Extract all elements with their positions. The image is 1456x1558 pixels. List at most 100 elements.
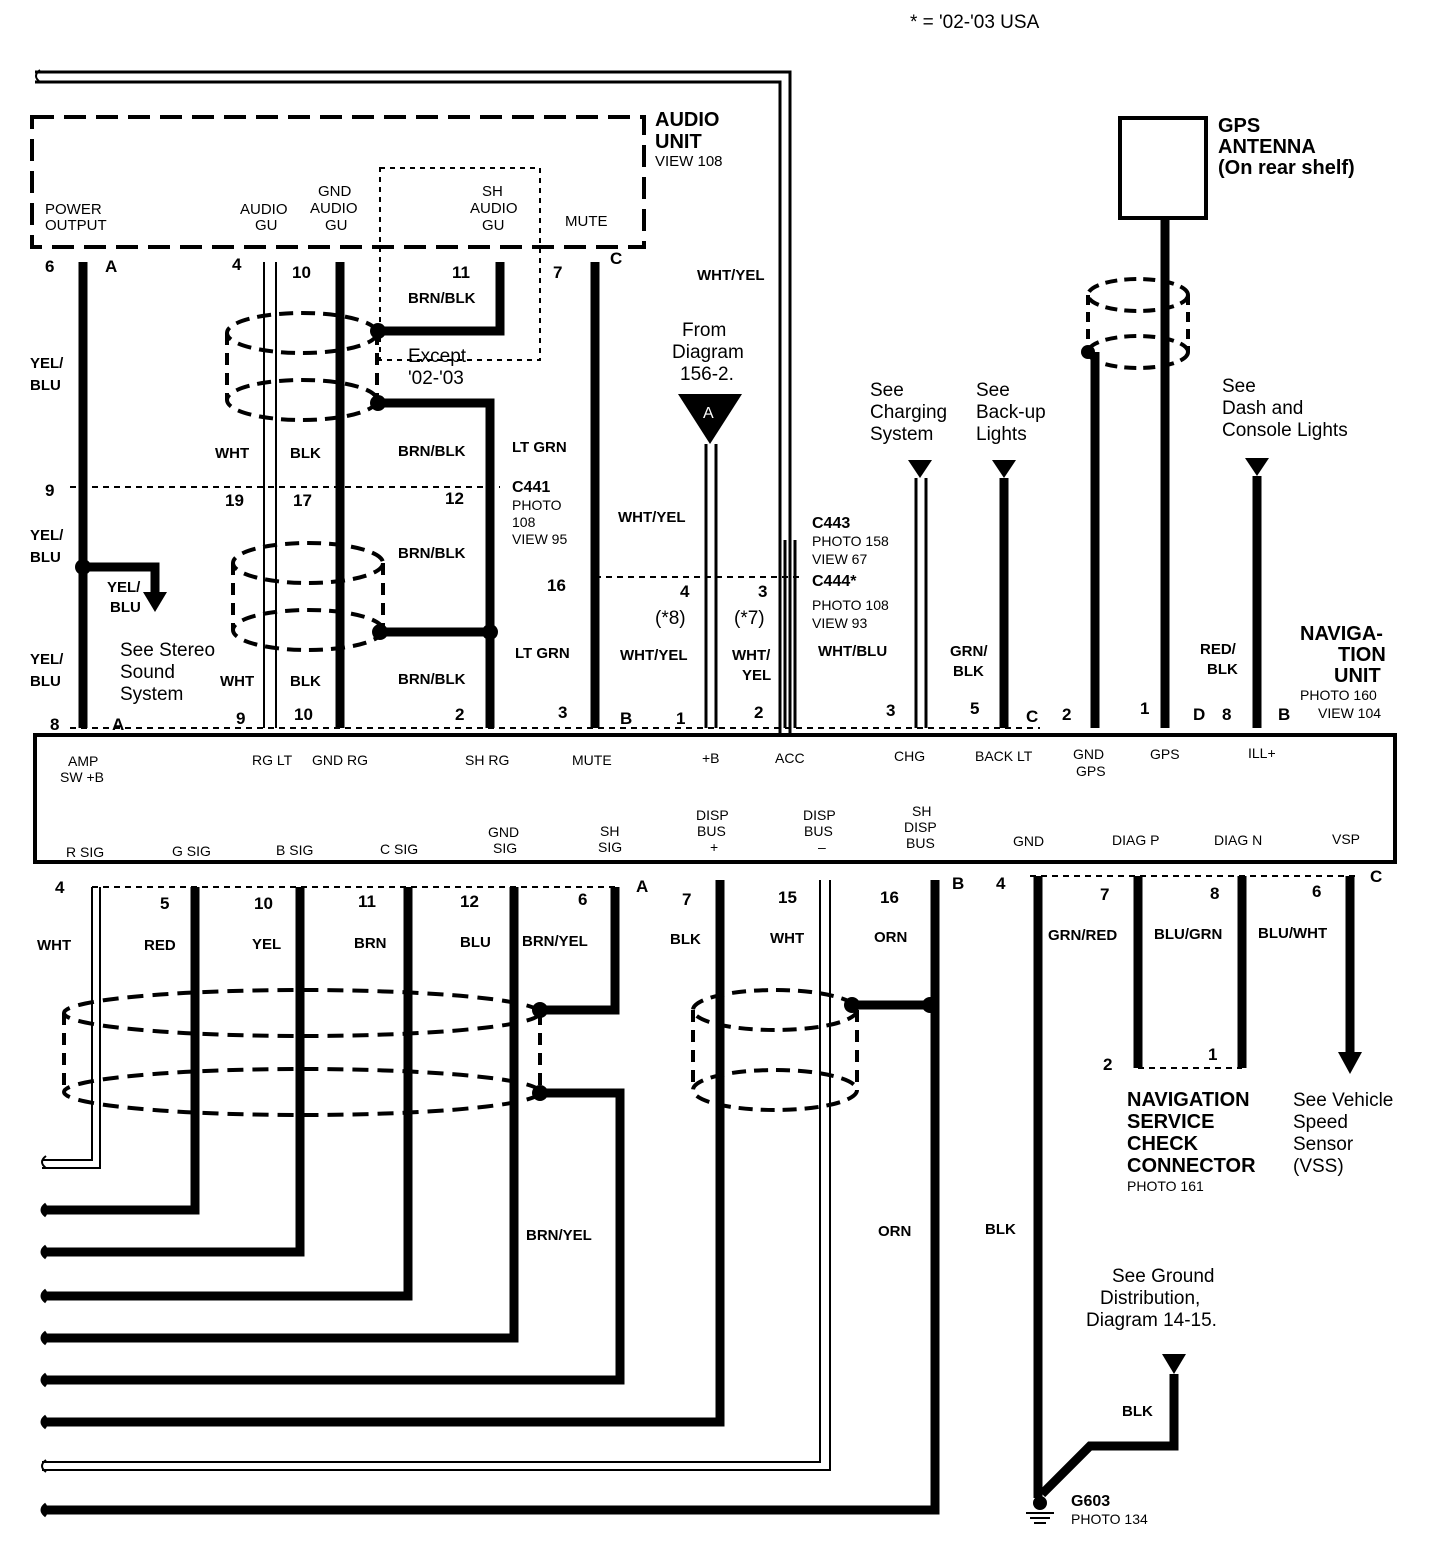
nav-pin-5: 5 xyxy=(970,699,979,718)
nav-label-amp: AMP xyxy=(68,753,98,769)
nav-label-disp1-2: BUS xyxy=(697,823,726,839)
label-blk-gnd: BLK xyxy=(985,1221,1016,1238)
nav-bpin-b: B xyxy=(952,874,964,893)
wire-blk-g603 xyxy=(1038,1374,1179,1498)
shield-disp xyxy=(691,988,938,1112)
nav-pin-2c: 2 xyxy=(1062,705,1071,724)
nav-bpin-6: 6 xyxy=(578,890,587,909)
nav-check-1: NAVIGATION xyxy=(1127,1089,1250,1111)
nav-label-csig: C SIG xyxy=(380,841,418,857)
label-wht-blu: WHT/BLU xyxy=(818,643,887,660)
see-stereo-2: Sound xyxy=(120,662,175,683)
nav-label-shsig-1: SH xyxy=(600,823,619,839)
nav-bpin-15: 15 xyxy=(778,888,797,907)
audio-term-sh-3: GU xyxy=(482,217,505,234)
label-wht-rsig: WHT xyxy=(37,937,71,954)
dash-arrow xyxy=(1245,458,1269,476)
wire-wht-audio xyxy=(263,262,277,728)
label-yel-blu-2b: BLU xyxy=(30,549,61,566)
check-pin-2: 2 xyxy=(1103,1055,1112,1074)
audio-term-gnd-2: AUDIO xyxy=(310,200,358,217)
shield-video xyxy=(62,988,548,1117)
wire-wht-yel-acc xyxy=(783,540,797,728)
nav-bpin-6b: 6 xyxy=(1312,882,1321,901)
from-diagram-2: Diagram xyxy=(672,342,744,363)
label-brn-yel-2: BRN/YEL xyxy=(526,1227,592,1244)
nav-label-gndsig-2: SIG xyxy=(493,840,517,856)
nav-pin-3b: 3 xyxy=(886,701,895,720)
shield-lower xyxy=(231,541,498,652)
wire-blk-disp xyxy=(42,880,725,1427)
pin-a-top: A xyxy=(105,257,117,276)
nav-pin-2b: 2 xyxy=(754,703,763,722)
c441-name: C441 xyxy=(512,479,550,496)
audio-unit-title-1: AUDIO xyxy=(655,109,719,131)
label-blk-disp: BLK xyxy=(670,931,701,948)
nav-pin-8b: 8 xyxy=(1222,705,1231,724)
from-diagram-3: 156-2. xyxy=(680,364,734,385)
label-yel-blu-3a: YEL/ xyxy=(107,579,141,596)
nav-unit-view: VIEW 104 xyxy=(1318,705,1381,721)
nav-bpin-c: C xyxy=(1370,867,1382,886)
charging-arrow xyxy=(908,460,932,478)
wire-brn-yel-shsig xyxy=(540,887,620,1015)
audio-term-sh-1: SH xyxy=(482,183,503,200)
label-wht-2: WHT xyxy=(220,673,254,690)
nav-label-disp2-2: BUS xyxy=(804,823,833,839)
audio-term-mute: MUTE xyxy=(565,213,608,230)
nav-pin-9: 9 xyxy=(236,709,245,728)
wire-red-gsig xyxy=(42,887,200,1215)
gps-antenna-2: ANTENNA xyxy=(1218,136,1316,158)
nav-pin-10: 10 xyxy=(294,705,313,724)
see-charging-1: See xyxy=(870,380,904,401)
label-wht-yel-top: WHT/YEL xyxy=(697,267,765,284)
wire-brn-yel-ret xyxy=(42,1088,625,1385)
nav-unit-2: TION xyxy=(1338,644,1386,666)
label-brn-yel-1: BRN/YEL xyxy=(522,933,588,950)
see-dash-1: See xyxy=(1222,376,1256,397)
label-brn-blk-3: BRN/BLK xyxy=(398,545,466,562)
nav-label-shdisp-3: BUS xyxy=(906,835,935,851)
nav-label-gndrg: GND RG xyxy=(312,752,368,768)
see-backup-2: Back-up xyxy=(976,402,1046,423)
nav-label-gsig: G SIG xyxy=(172,843,211,859)
nav-pin-c: C xyxy=(1026,707,1038,726)
c443-view: VIEW 67 xyxy=(812,551,867,567)
nav-label-acc: ACC xyxy=(775,750,805,766)
label-wht-yel-3b: YEL xyxy=(742,667,771,684)
nav-pin-1: 1 xyxy=(676,709,685,728)
see-vss-1: See Vehicle xyxy=(1293,1090,1393,1111)
label-grn-blk-b: BLK xyxy=(953,663,984,680)
nav-label-gps: GPS xyxy=(1150,746,1180,762)
check-pin-1: 1 xyxy=(1208,1045,1217,1064)
g603-photo: PHOTO 134 xyxy=(1071,1511,1148,1527)
pin-7-top: 7 xyxy=(553,263,562,282)
ground-symbol xyxy=(1026,1496,1054,1524)
vss-arrow xyxy=(1338,1052,1362,1074)
nav-bpin-4: 4 xyxy=(55,878,65,897)
label-blk-2: BLK xyxy=(290,673,321,690)
label-lt-grn-2: LT GRN xyxy=(515,645,570,662)
backup-arrow xyxy=(992,460,1016,478)
nav-label-gnd2: GND xyxy=(1013,833,1044,849)
wire-yel-bsig xyxy=(42,887,305,1257)
label-wht-yel-1: WHT/YEL xyxy=(618,509,686,526)
label-blu-wht: BLU/WHT xyxy=(1258,925,1327,942)
g603-name: G603 xyxy=(1071,1493,1110,1510)
gps-antenna-1: GPS xyxy=(1218,115,1260,137)
audio-term-audiogu-2: GU xyxy=(255,217,278,234)
nav-bpin-4b: 4 xyxy=(996,874,1006,893)
nav-label-mute: MUTE xyxy=(572,752,612,768)
wire-brn-blk-except xyxy=(378,398,495,728)
label-yel-blu-3b: BLU xyxy=(110,599,141,616)
nav-bpin-11: 11 xyxy=(358,892,376,911)
gps-antenna-box xyxy=(1118,116,1208,220)
pin-11-top: 11 xyxy=(452,263,470,282)
c443-pin-7-note: (*7) xyxy=(734,608,765,629)
shield-upper xyxy=(225,311,386,422)
nav-label-shdisp-2: DISP xyxy=(904,819,937,835)
audio-unit-view: VIEW 108 xyxy=(655,153,723,170)
nav-bpin-8: 8 xyxy=(1210,884,1219,903)
label-brn-blk-2: BRN/BLK xyxy=(398,443,466,460)
nav-label-vsp: VSP xyxy=(1332,831,1360,847)
